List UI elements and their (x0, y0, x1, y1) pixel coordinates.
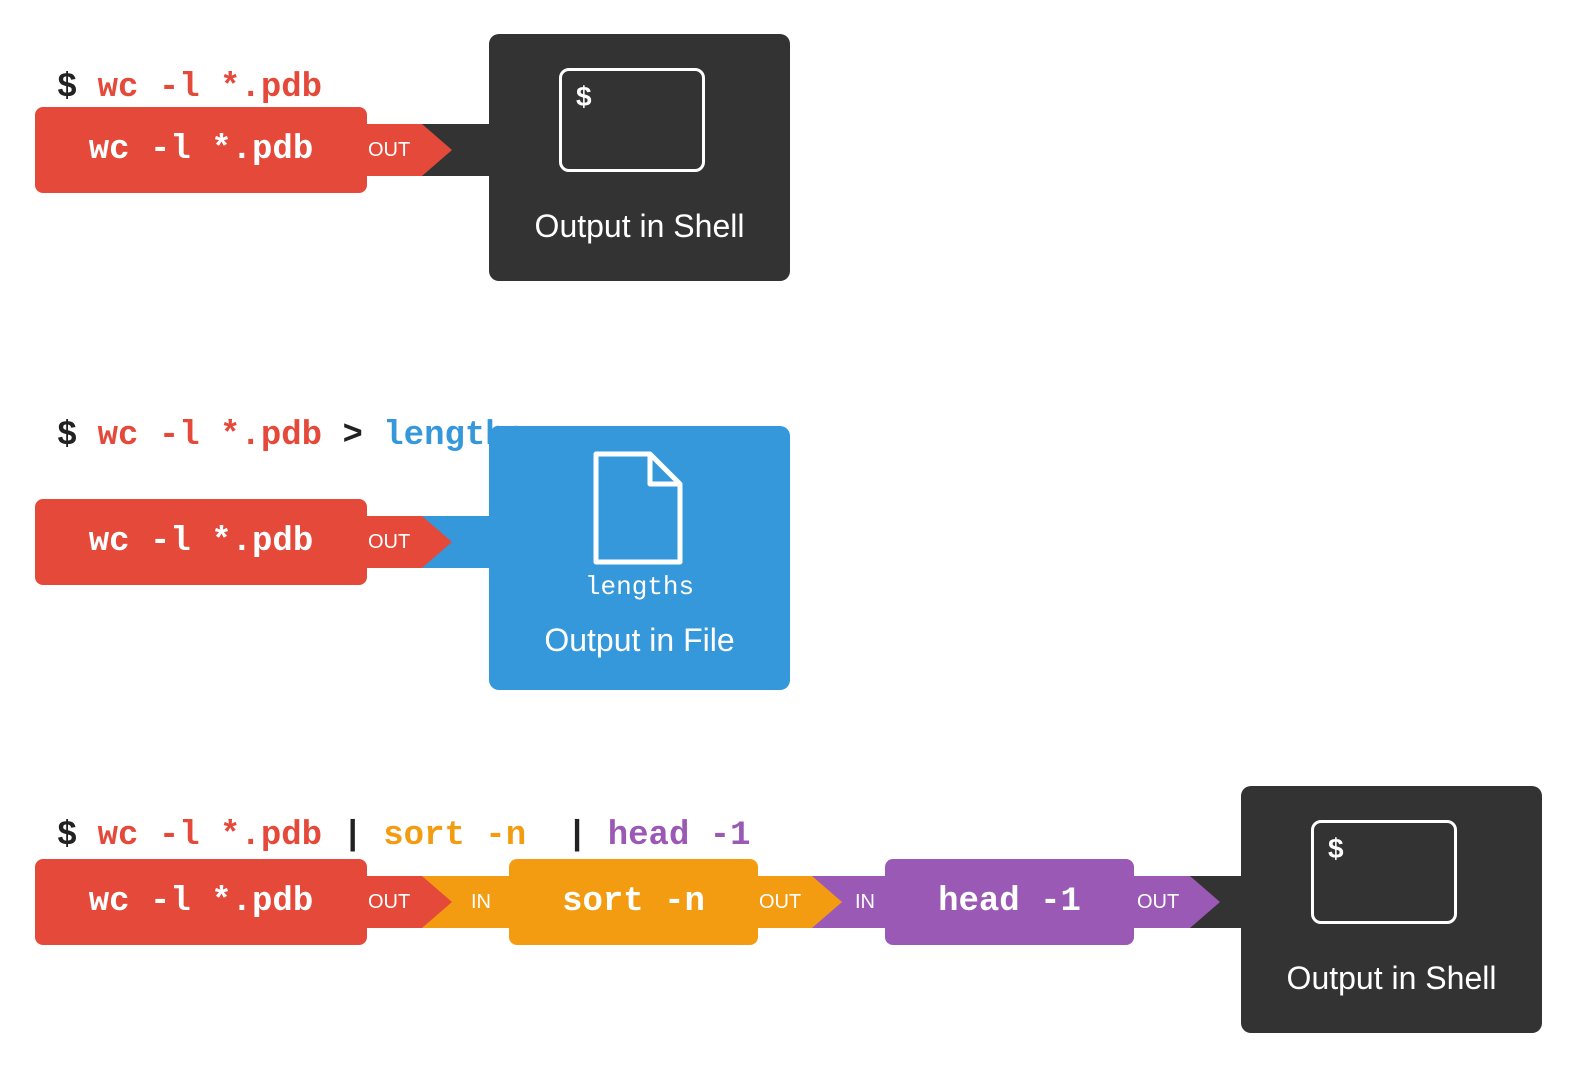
output-title: Output in File (544, 622, 735, 658)
prompt-symbol: $ (56, 417, 78, 455)
pipe-operator: | (566, 817, 588, 855)
out-arrow (422, 876, 452, 928)
shell-output-box: $ Output in Shell (1241, 786, 1542, 1033)
out-connector-stub (360, 124, 422, 176)
sort-block: sort -n (509, 859, 758, 945)
head-command-text: head -1 (607, 817, 751, 855)
sort-command-text: sort -n (383, 817, 527, 855)
out-label: OUT (1137, 891, 1180, 913)
out-connector-stub (360, 516, 422, 568)
terminal-prompt: $ (1328, 833, 1344, 864)
wc-block: wc -l *.pdb (35, 859, 367, 945)
wc-block: wc -l *.pdb (35, 499, 367, 585)
terminal-icon: $ (559, 68, 705, 172)
out-connector-stub (752, 876, 812, 928)
command-line-2: $ wc -l *.pdb > lengths (16, 376, 526, 456)
pipe-operator: | (342, 817, 363, 855)
out-label: OUT (368, 531, 411, 553)
terminal-prompt: $ (576, 81, 592, 112)
out-label: OUT (368, 139, 411, 161)
out-arrow (422, 124, 452, 176)
wc-block: wc -l *.pdb (35, 107, 367, 193)
out-connector-stub (360, 876, 422, 928)
file-output-box: lengths Output in File (489, 426, 790, 690)
in-label: IN (855, 891, 875, 913)
wc-command-text: wc -l *.pdb (97, 817, 323, 855)
in-label: IN (471, 891, 491, 913)
command-line-1: $ wc -l *.pdb (16, 28, 322, 108)
terminal-icon: $ (1311, 820, 1457, 924)
out-connector-stub (1128, 876, 1190, 928)
prompt-symbol: $ (56, 69, 78, 107)
out-label: OUT (759, 891, 802, 913)
shell-output-box: $ Output in Shell (489, 34, 790, 281)
output-title: Output in Shell (1286, 960, 1497, 996)
redirect-operator: > (342, 417, 363, 455)
prompt-symbol: $ (56, 817, 78, 855)
out-arrow (422, 516, 452, 568)
wc-command-text: wc -l *.pdb (97, 69, 323, 107)
command-line-3: $ wc -l *.pdb | sort -n | head -1 (16, 776, 751, 856)
out-label: OUT (368, 891, 411, 913)
output-title: Output in Shell (534, 208, 745, 244)
out-arrow (812, 876, 842, 928)
wc-command-text: wc -l *.pdb (97, 417, 323, 455)
file-name-label: lengths (584, 572, 695, 602)
head-block: head -1 (885, 859, 1134, 945)
file-icon (593, 451, 683, 565)
out-arrow (1190, 876, 1220, 928)
